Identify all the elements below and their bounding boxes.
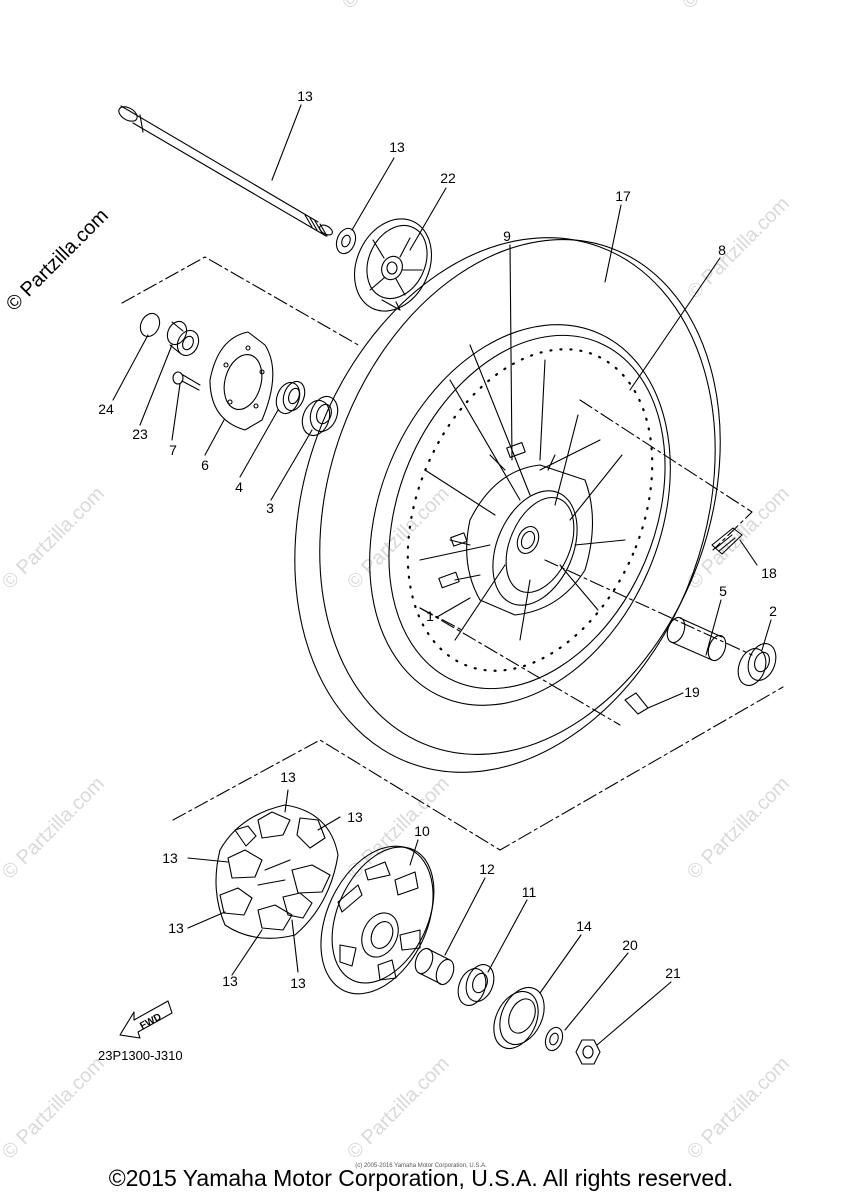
screw-part (173, 372, 200, 390)
sprocket-hub-part (299, 828, 456, 1012)
bearing-part (298, 393, 343, 440)
damper-set-part (216, 805, 338, 938)
bearing-part (453, 961, 498, 1010)
tire-part (223, 178, 789, 832)
callout-8: 8 (718, 242, 726, 258)
callout-22: 22 (440, 170, 456, 186)
callout-17: 19 (684, 684, 700, 700)
washer-part (542, 1025, 565, 1053)
bearing-part (733, 640, 780, 690)
spacer-part (412, 946, 457, 987)
assembly-bracket (122, 257, 360, 346)
watermark: © Partzilla.com (343, 773, 454, 884)
callout-3: 3 (266, 500, 274, 516)
watermark-layer: © Partzilla.com © Partzilla.com © Partzi… (0, 0, 794, 1164)
callout-labels: 13 13 22 17 9 8 24 23 7 6 4 3 1 18 5 2 1… (98, 88, 777, 991)
callout-13: 13 (222, 973, 238, 989)
diagram-reference-code: 23P1300-J310 (98, 1048, 183, 1063)
callout-11: 11 (522, 884, 537, 900)
watermark: © Partzilla.com (683, 1053, 794, 1164)
callout-6: 6 (201, 457, 209, 473)
o-ring-part (137, 310, 163, 339)
callout-19: 13 (389, 139, 405, 155)
watermark: © Partzilla.com (338, 0, 449, 14)
leader-lines (113, 105, 771, 1045)
callout-9: 9 (503, 228, 511, 244)
callout-13: 13 (168, 920, 184, 936)
washer-part (333, 226, 359, 257)
callout-13: 13 (347, 809, 363, 825)
small-copyright: (c) 2005-2016 Yamaha Motor Corporation, … (355, 1163, 487, 1169)
axle-collar-part (340, 206, 446, 323)
assembly-bracket (173, 687, 783, 850)
oil-seal-part (485, 980, 553, 1055)
disc-plate-part (210, 332, 273, 430)
valve-part (712, 528, 742, 554)
assembly-bracket (420, 608, 462, 630)
callout-16: 18 (761, 565, 777, 581)
forward-arrow-icon (120, 1001, 172, 1038)
watermark: © Partzilla.com (343, 1053, 454, 1164)
callout-24: 24 (98, 401, 114, 417)
callout-10: 10 (414, 823, 430, 839)
callout-14: 14 (576, 918, 592, 934)
watermark: © Partzilla.com (0, 773, 109, 884)
fwd-label: FWD (138, 1012, 163, 1032)
callout-21: 21 (665, 965, 681, 981)
assembly-bracket (580, 400, 752, 550)
assembly-bracket (420, 608, 620, 725)
watermark: © Partzilla.com (0, 1053, 109, 1164)
footer-copyright: ©2015 Yamaha Motor Corporation, U.S.A. A… (108, 1165, 734, 1191)
watermark: © Partzilla.com (678, 0, 789, 14)
watermark: © Partzilla.com (343, 483, 454, 594)
callout-15: 17 (615, 188, 631, 204)
watermark: © Partzilla.com (683, 773, 794, 884)
callout-4: 4 (235, 479, 243, 495)
callout-5: 5 (719, 583, 727, 599)
callout-18: 13 (297, 88, 313, 104)
rim-part (314, 278, 726, 752)
callout-7: 7 (169, 442, 177, 458)
callout-12: 12 (479, 861, 495, 877)
spacer-part (664, 615, 729, 663)
hub-part (439, 443, 594, 619)
callout-1: 1 (426, 608, 434, 624)
balance-weight-part (625, 693, 648, 714)
callout-20: 20 (622, 937, 638, 953)
nut-part (576, 1040, 600, 1064)
callout-13: 13 (162, 850, 178, 866)
axle-part (116, 104, 334, 237)
callout-23: 23 (132, 426, 148, 442)
callout-13: 13 (280, 769, 296, 785)
spokes (420, 345, 625, 640)
watermark: © Partzilla.com (0, 483, 109, 594)
bearing-part (272, 378, 308, 416)
watermark: © Partzilla.com (683, 193, 794, 304)
callout-13: 13 (290, 975, 306, 991)
callout-2: 2 (769, 603, 777, 619)
collar-part (164, 318, 203, 359)
